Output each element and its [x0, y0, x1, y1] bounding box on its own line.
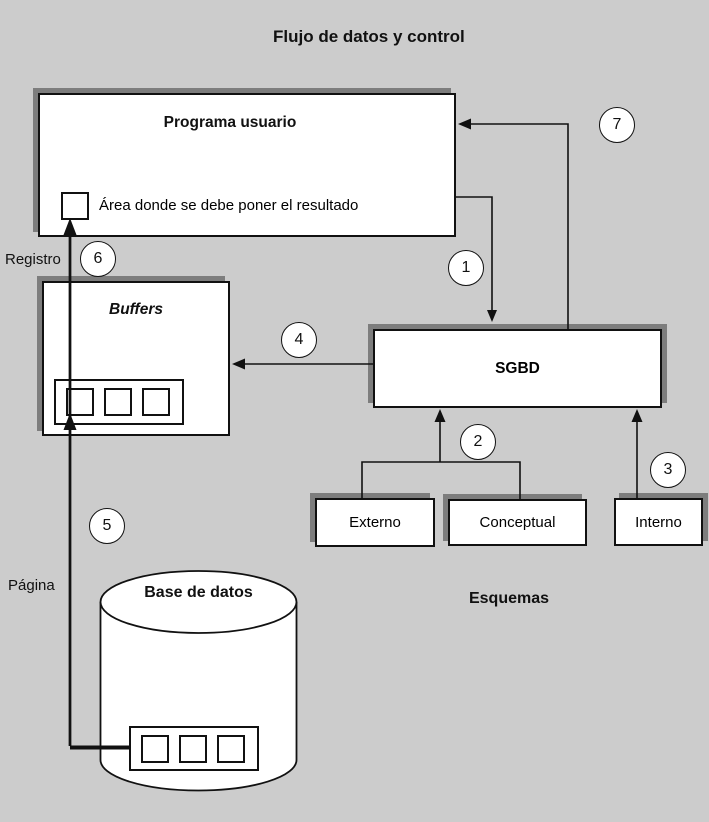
externo-label: Externo	[349, 514, 401, 531]
buffers-box: Buffers	[42, 281, 230, 436]
buffer-slot-3	[142, 388, 170, 416]
arrow-3	[631, 409, 643, 498]
arrow-7	[458, 118, 569, 329]
arrow-4	[232, 358, 373, 370]
buffer-slot-1	[66, 388, 94, 416]
programa-usuario-box: Programa usuario Área donde se debe pone…	[38, 93, 456, 237]
result-area-square	[61, 192, 89, 220]
database-page-slot-3	[217, 735, 245, 763]
programa-usuario-label: Programa usuario	[163, 114, 297, 131]
interno-label: Interno	[635, 513, 682, 531]
result-area-label: Área donde se debe poner el resultado	[99, 197, 359, 214]
step-circle-2: 2	[460, 424, 496, 460]
step-circle-5: 5	[89, 508, 125, 544]
esquemas-label: Esquemas	[468, 590, 550, 607]
buffer-slot-2	[104, 388, 132, 416]
step-circle-1: 1	[448, 250, 484, 286]
cylinder-top	[99, 570, 298, 634]
database-page-slot-1	[141, 735, 169, 763]
sgbd-label: SGBD	[495, 359, 540, 377]
base-de-datos-label: Base de datos	[144, 584, 253, 601]
arrow-2	[361, 409, 521, 499]
conceptual-box: Conceptual	[448, 499, 587, 546]
registro-label: Registro	[5, 251, 61, 268]
buffers-label: Buffers	[109, 301, 163, 318]
pagina-label: Página	[8, 577, 55, 594]
database-page-slot-2	[179, 735, 207, 763]
conceptual-label: Conceptual	[479, 514, 556, 531]
step-circle-6: 6	[80, 241, 116, 277]
step-circle-7: 7	[599, 107, 635, 143]
step-circle-3: 3	[650, 452, 686, 488]
step-circle-4: 4	[281, 322, 317, 358]
buffers-frame	[54, 379, 184, 425]
diagram-title: Flujo de datos y control	[273, 27, 465, 46]
sgbd-box: SGBD	[373, 329, 662, 408]
database-frame	[129, 726, 259, 771]
externo-box: Externo	[315, 498, 435, 547]
interno-box: Interno	[614, 498, 703, 546]
